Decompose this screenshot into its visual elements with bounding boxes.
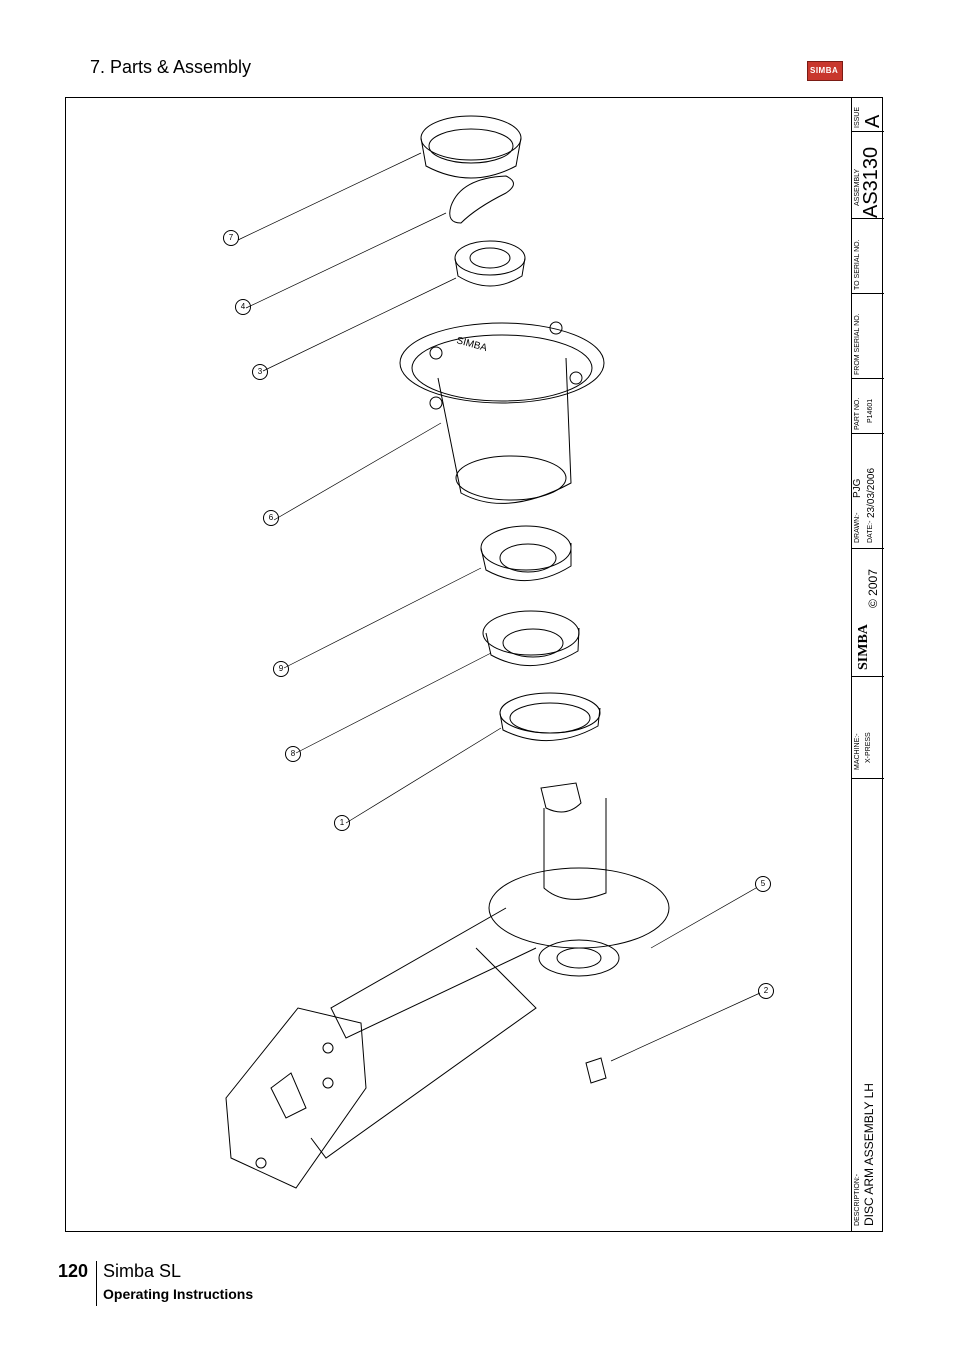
description-label: DESCRIPTION:- — [854, 1173, 861, 1226]
issue-label: ISSUE — [854, 106, 861, 128]
part-seal — [499, 692, 601, 742]
to-serial-label: TO SERIAL NO. — [854, 239, 861, 290]
document-subtitle: Operating Instructions — [103, 1286, 254, 1302]
assembly-number: AS3130 — [860, 146, 882, 218]
logo-text: SIMBA — [810, 66, 839, 75]
title-block: ISSUE A ASSEMBLY AS3130 TO SERIAL NO. FR… — [851, 98, 884, 1231]
callout-6: 6 — [263, 510, 279, 526]
copyright: © 2007 — [866, 569, 880, 608]
machine-value: X-PRESS — [865, 732, 872, 763]
page-number: 120 — [58, 1261, 89, 1281]
callout-1: 1 — [334, 815, 350, 831]
part-no-label: PART NO. — [854, 397, 861, 430]
svg-text:SIMBA: SIMBA — [455, 335, 488, 354]
machine-label: MACHINE:- — [854, 733, 861, 770]
drawn-value: PJG — [852, 478, 863, 498]
callout-8: 8 — [285, 746, 301, 762]
product-name: Simba SL — [103, 1261, 182, 1281]
part-stub-axle-arm — [225, 782, 670, 1189]
callout-7: 7 — [223, 230, 239, 246]
drawing-frame: SIMBA — [65, 97, 884, 1232]
date-label: DATE:- — [867, 520, 874, 543]
from-serial-label: FROM SERIAL NO. — [854, 313, 861, 375]
part-no-value: P14601 — [867, 398, 874, 423]
issue-value: A — [862, 114, 884, 128]
part-bearing-outer — [480, 525, 572, 581]
description-value: DISC ARM ASSEMBLY LH — [862, 1083, 876, 1226]
callout-5: 5 — [755, 876, 771, 892]
simba-logo: SIMBA — [807, 61, 843, 81]
callout-2: 2 — [758, 983, 774, 999]
part-split-pin — [449, 175, 514, 224]
part-bearing-inner — [482, 610, 580, 666]
footer-divider — [96, 1261, 97, 1306]
simba-brand: SIMBA — [856, 624, 871, 670]
part-castle-nut — [454, 240, 526, 287]
section-title: 7. Parts & Assembly — [90, 57, 252, 77]
callout-9: 9 — [273, 661, 289, 677]
callout-3: 3 — [252, 364, 268, 380]
exploded-assembly-drawing: SIMBA — [225, 115, 761, 1189]
callout-4: 4 — [235, 299, 251, 315]
part-grease-nipple — [585, 1057, 607, 1084]
drawn-label: DRAWN:- — [854, 512, 861, 543]
part-hub: SIMBA — [399, 321, 605, 504]
part-cap — [420, 115, 522, 179]
date-value: 23/03/2006 — [866, 467, 877, 518]
